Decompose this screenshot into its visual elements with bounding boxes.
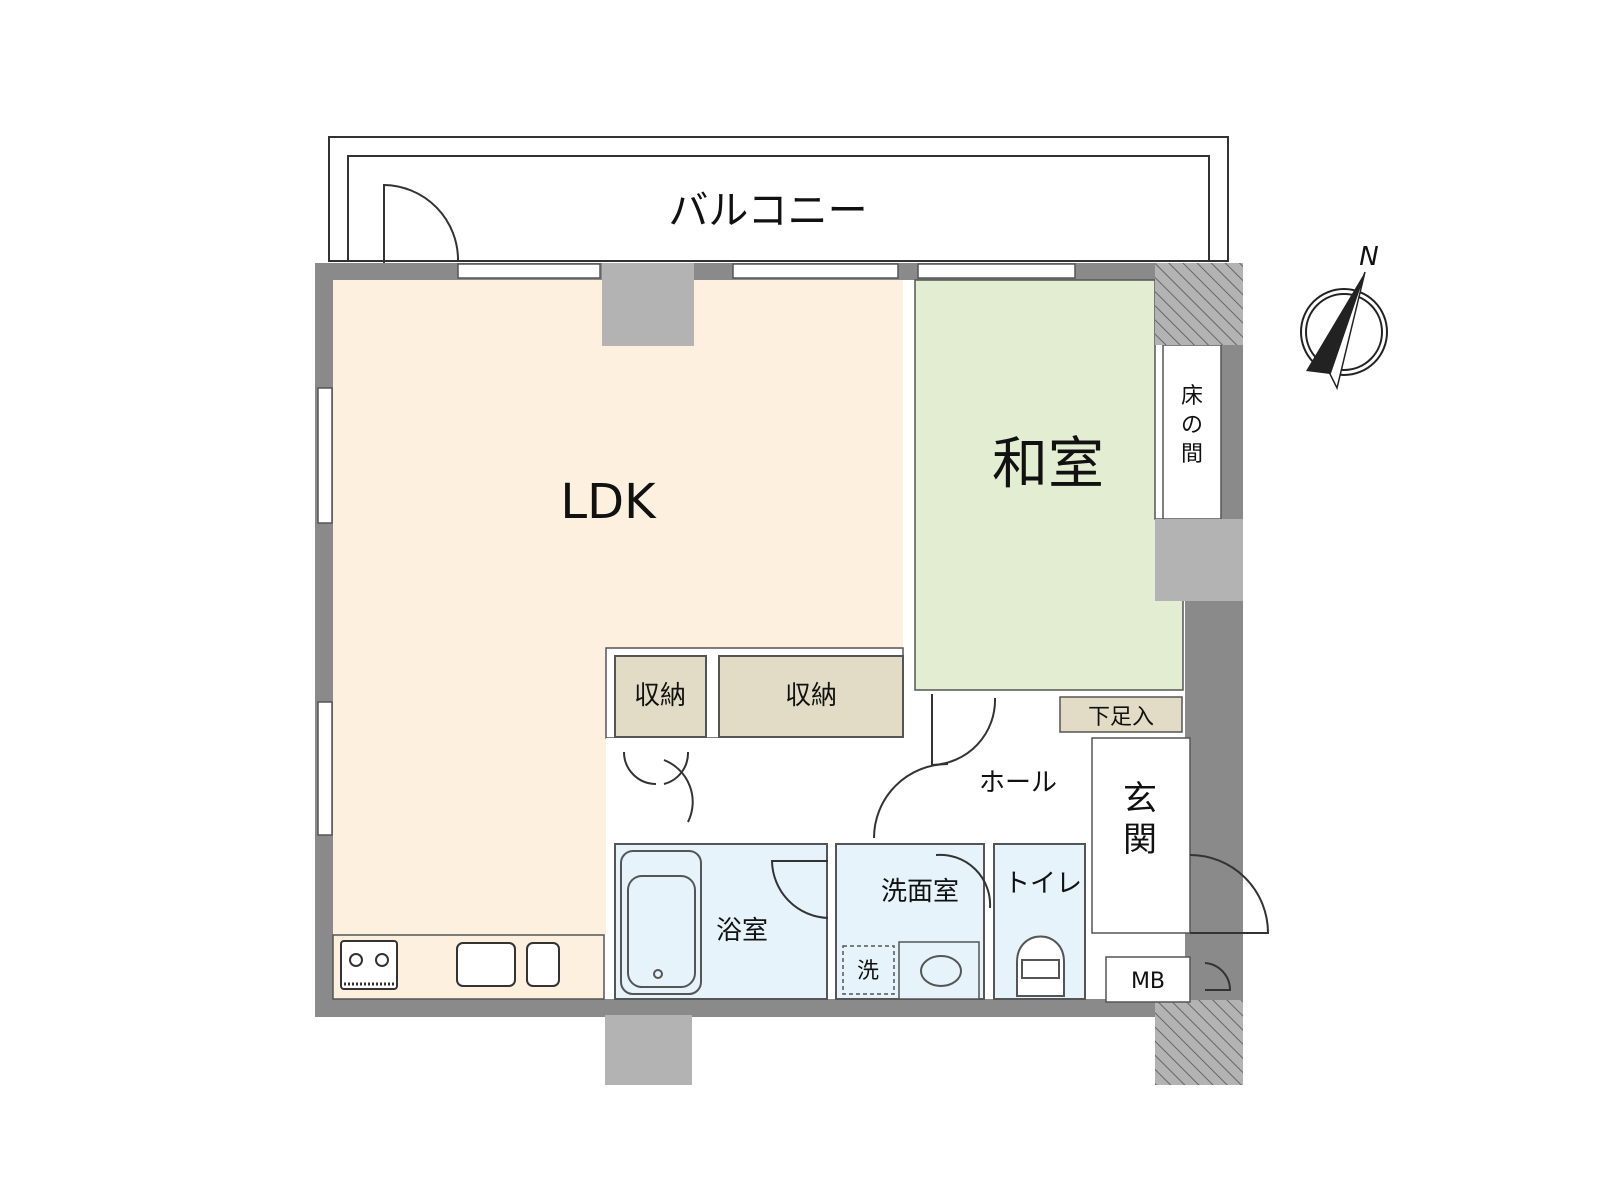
balcony: バルコニー <box>328 136 1229 262</box>
entrance-label-1: 玄 <box>1123 779 1157 819</box>
compass: N <box>1300 242 1388 391</box>
vanity <box>898 941 980 1000</box>
shoe-box <box>1059 696 1183 733</box>
ldk-label: LDK <box>560 474 657 530</box>
windows <box>317 263 1076 836</box>
entrance-door[interactable] <box>1189 854 1270 934</box>
kitchen-counter <box>332 934 605 1000</box>
storage-left-label: 収納 <box>634 681 686 711</box>
hall-label: ホール <box>979 768 1057 798</box>
meter-box-label: MB <box>1131 969 1165 994</box>
washer-label: 洗 <box>857 959 879 984</box>
pillar-top <box>602 263 694 346</box>
hall-door-2[interactable] <box>873 763 949 839</box>
storage-right <box>718 655 904 738</box>
bathtub-inner <box>627 875 696 988</box>
toilet-tank <box>1021 959 1060 979</box>
tokonoma-label-1: 床 <box>1181 384 1203 409</box>
toilet-door[interactable] <box>935 853 992 909</box>
pillar-bottom <box>605 1015 692 1085</box>
washitsu-label: 和室 <box>992 432 1104 497</box>
toilet-label: トイレ <box>1004 869 1082 899</box>
tokonoma-label-3: 間 <box>1181 442 1203 467</box>
wall-block-right <box>1155 519 1243 601</box>
tokonoma-label-2: の <box>1181 413 1203 438</box>
pillar-top-right <box>1155 263 1243 345</box>
ldk-floor <box>333 280 903 999</box>
bathtub-drain <box>653 969 663 979</box>
meter-box-door[interactable] <box>1204 962 1232 991</box>
balcony-door[interactable] <box>383 183 460 263</box>
washroom-label: 洗面室 <box>881 877 959 907</box>
pillar-bottom-right <box>1155 1000 1243 1085</box>
compass-needle-icon <box>1306 272 1365 374</box>
compass-north-label: N <box>1359 242 1378 272</box>
sink <box>920 955 962 987</box>
meter-box <box>1105 956 1191 1003</box>
entrance-area <box>1091 737 1191 934</box>
entrance-label-2: 関 <box>1123 820 1157 860</box>
balcony-label: バルコニー <box>668 188 867 234</box>
hall-area <box>606 738 1080 836</box>
storage-left <box>614 655 707 738</box>
bathroom-label: 浴室 <box>716 916 768 946</box>
storage-right-label: 収納 <box>785 681 837 711</box>
bathroom-door[interactable] <box>770 860 829 919</box>
storage-door-bottom[interactable] <box>663 759 694 823</box>
shoe-box-label: 下足入 <box>1088 705 1154 730</box>
